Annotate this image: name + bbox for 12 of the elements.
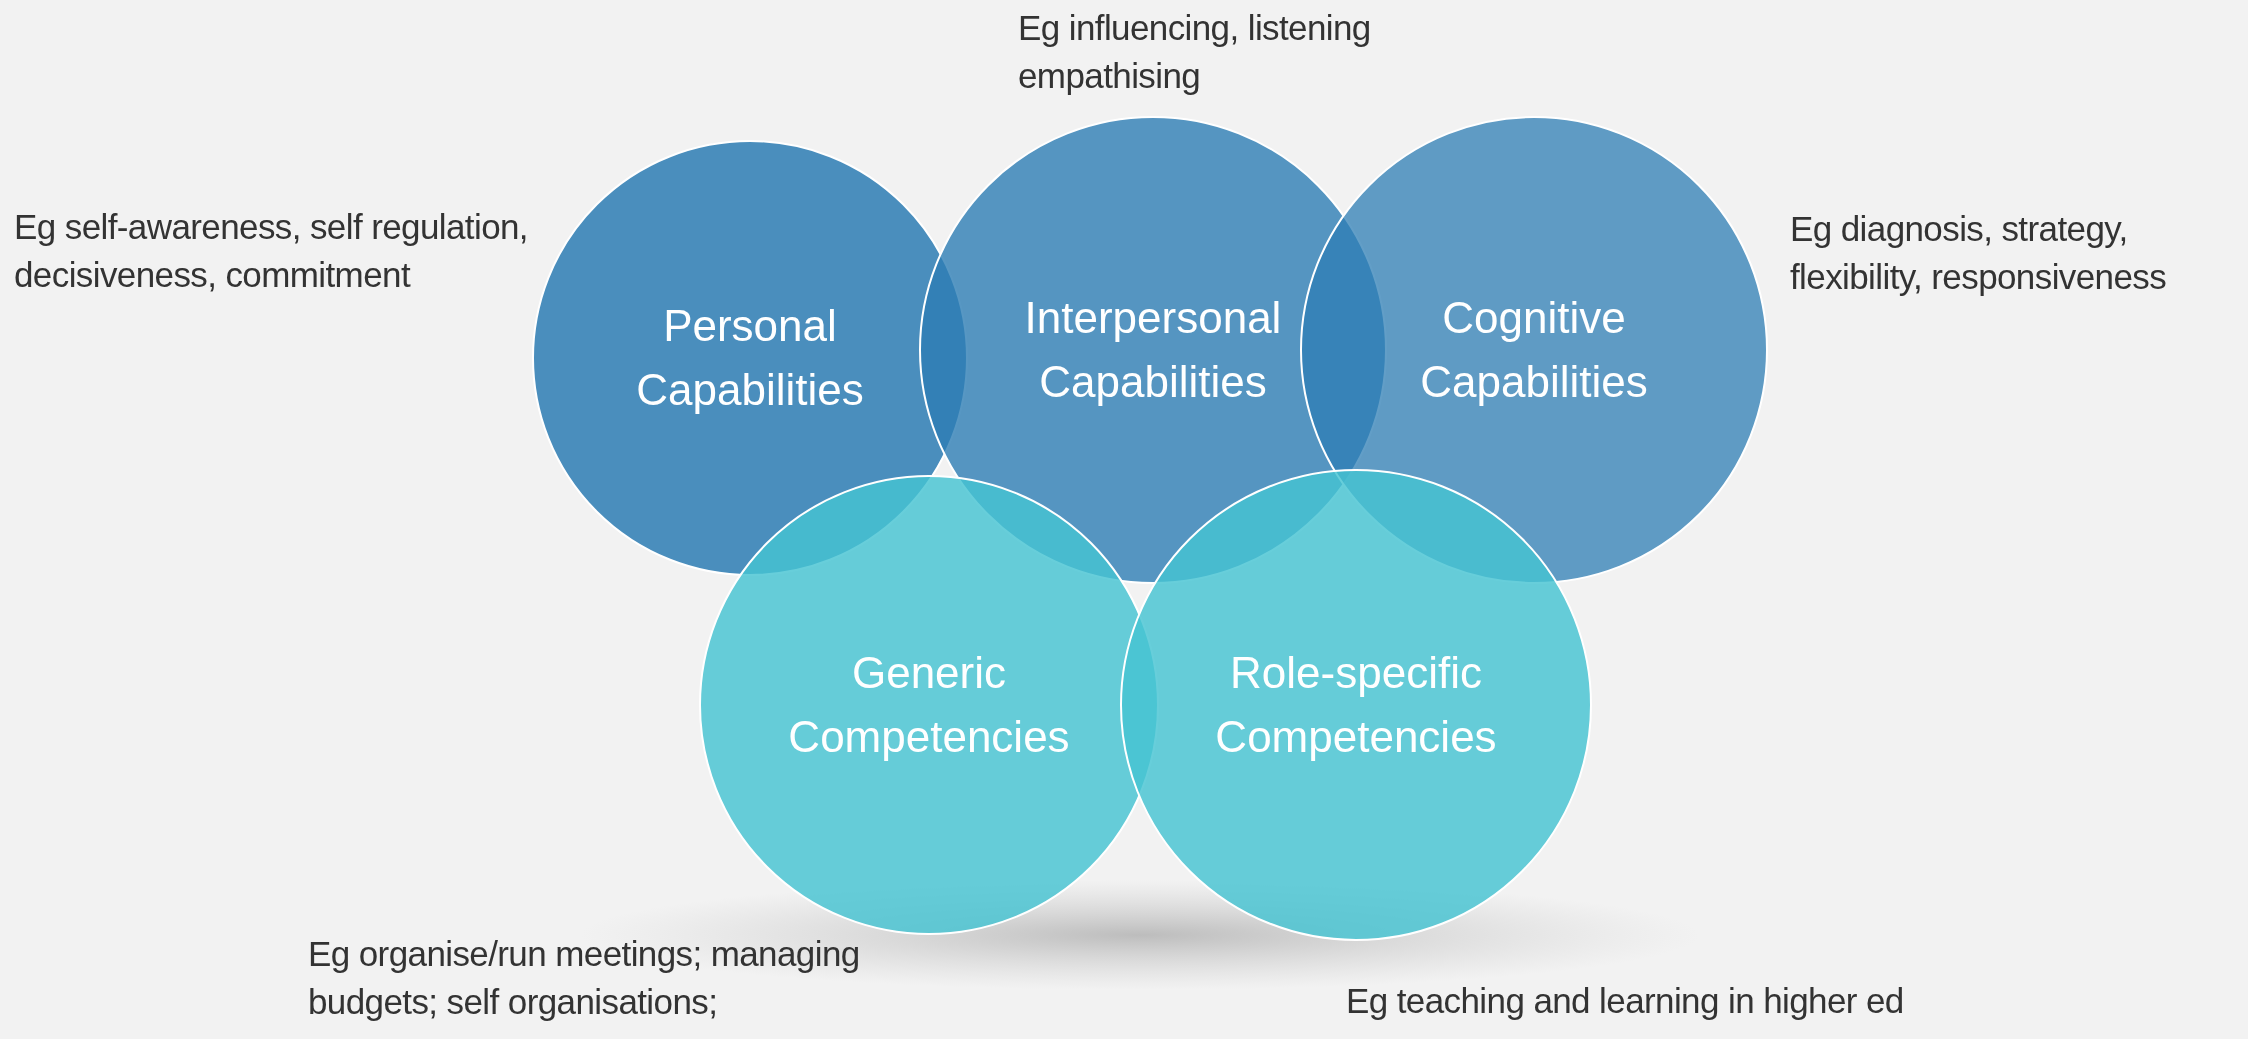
- circle-label: Generic Competencies: [787, 647, 1071, 763]
- circle-label: Role-specific Competencies: [1214, 647, 1498, 763]
- circle-label: Interpersonal Capabilities: [1023, 292, 1283, 408]
- example-note: Eg self-awareness, self regulation, decisiveness, commitment: [14, 206, 529, 296]
- example-note: Eg teaching and learning in higher ed: [1346, 980, 1905, 1022]
- capability-circle: [1300, 116, 1768, 584]
- circle-label: Personal Capabilities: [635, 300, 865, 416]
- example-note: Eg diagnosis, strategy, flexibility, responsiveness: [1790, 208, 2168, 298]
- example-note: Eg influencing, listening empathising: [1018, 7, 1372, 97]
- capability-circle: [1120, 469, 1592, 941]
- example-note: Eg organise/run meetings; managing budgets; self organisations;: [308, 933, 861, 1023]
- circle-label: Cognitive Capabilities: [1419, 292, 1649, 408]
